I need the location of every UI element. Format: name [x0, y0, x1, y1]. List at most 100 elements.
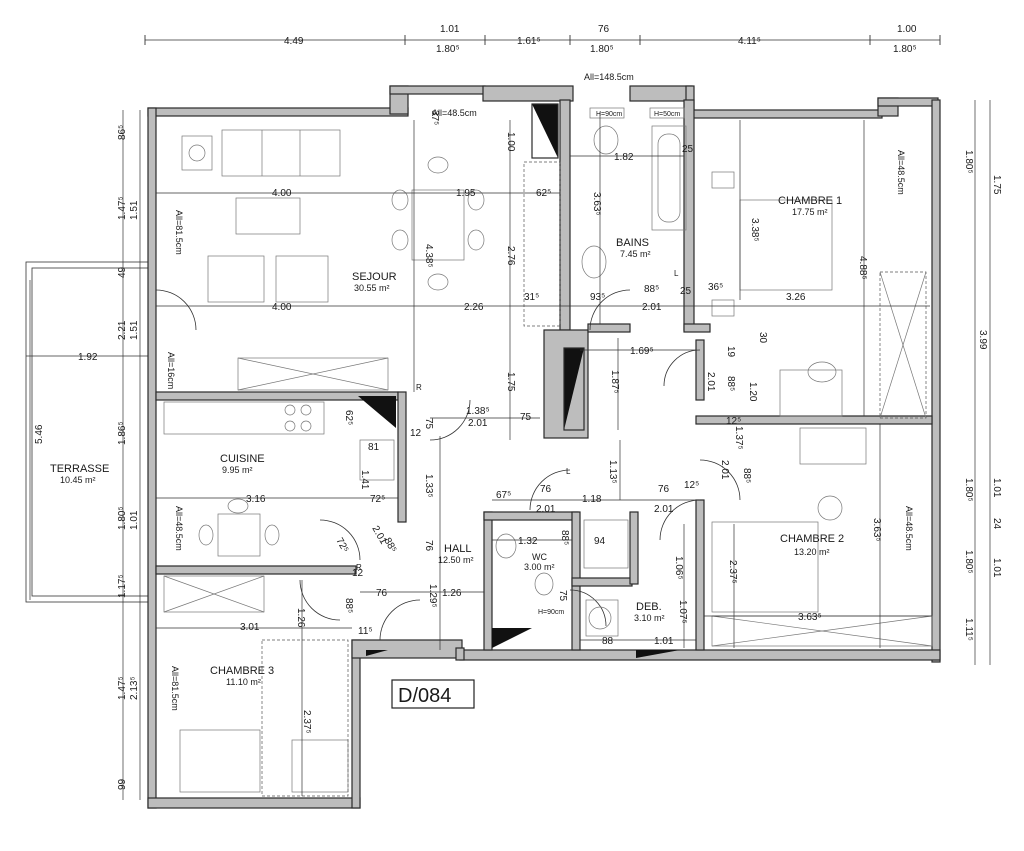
top-dim-6: 1.80⁵: [436, 44, 460, 55]
dim-cuis-141: 1.41: [359, 470, 370, 490]
dim-bains-h: 3.63⁵: [591, 192, 602, 216]
dim-ch1-338: 3.38⁵: [749, 218, 760, 242]
allege-chambre2: All=48.5cm: [904, 506, 914, 551]
top-dimension-chain: 4.49 1.01 76 4.11⁵ 1.00 1.80⁵ 1.61⁵ 1.80…: [144, 24, 941, 55]
dim-ch1-19: 19: [725, 346, 736, 358]
top-dim-9: 1.80⁵: [893, 44, 917, 55]
room-name-hall: HALL: [444, 543, 472, 555]
right-dim-3: 3.99: [977, 330, 988, 350]
dim-ch2-237: 2.37⁵: [727, 560, 738, 584]
room-name-sejour: SEJOUR: [352, 271, 397, 283]
dim-cuis-12: 12: [410, 428, 422, 439]
interior-dimension-lines: [156, 112, 932, 796]
allege-chambre3: All=81.5cm: [170, 666, 180, 711]
dim-deb-101: 1.01: [654, 636, 674, 647]
dim-ch2-88: 88⁵: [741, 468, 752, 483]
left-dimension-chain: 86⁵ 1.47⁵ 1.51 49 2.21 1.51 5.46 1.86⁵ 1…: [29, 110, 141, 800]
top-dim-4: 4.11⁵: [738, 36, 761, 47]
left-dim-9: 1.80⁵: [117, 506, 128, 530]
top-dim-7: 1.61⁵: [517, 36, 541, 47]
left-dim-3: 1.51: [129, 200, 140, 220]
dim-sejour-c1: 1.95: [456, 188, 476, 199]
room-area-chambre2: 13.20 m²: [794, 547, 830, 557]
dim-cuis-72b: 72⁵: [333, 536, 350, 555]
room-area-terrasse: 10.45 m²: [60, 475, 96, 485]
dim-d-37: 37⁵: [429, 110, 440, 125]
interior-walls: [155, 99, 933, 651]
dim-deb-106: 1.06⁵: [673, 556, 684, 580]
dim-terrasse-192: 1.92: [78, 352, 98, 363]
door-mark-r1: R: [416, 383, 422, 392]
dim-wc-88: 88⁵: [559, 530, 570, 545]
dim-v-100: 1.00: [505, 132, 516, 152]
dim-ch1-326: 3.26: [786, 292, 806, 303]
left-dim-10: 1.01: [129, 510, 140, 530]
room-area-hall: 12.50 m²: [438, 555, 474, 565]
dim-deb-88: 88: [602, 636, 614, 647]
dim-hall-201a: 2.01: [536, 504, 556, 515]
left-dim-2: 1.47⁵: [117, 196, 128, 220]
dim-hall-201b: 2.01: [654, 504, 674, 515]
dim-hall-118: 1.18: [582, 494, 602, 505]
dim-ch1-36: 36⁵: [708, 282, 723, 293]
dim-wc-75: 75: [557, 590, 568, 602]
dim-bains-201: 2.01: [642, 302, 662, 313]
room-name-chambre3: CHAMBRE 3: [210, 665, 274, 677]
left-dim-7: 5.46: [34, 424, 45, 444]
dim-sejour-h: 4.38⁵: [423, 244, 434, 268]
dim-ch2-137: 1.37⁵: [733, 426, 744, 450]
left-dim-8: 1.86⁵: [117, 421, 128, 445]
left-dim-5: 2.21: [117, 320, 128, 340]
dim-ch2-363b: 3.63⁵: [871, 518, 882, 542]
dim-cuis-72: 72⁵: [370, 494, 385, 505]
dim-ch3-237: 2.37⁵: [301, 710, 312, 734]
dim-ch3-11: 11⁵: [358, 626, 373, 637]
dim-c-75: 75: [520, 412, 532, 423]
door-mark-l2: L: [566, 467, 571, 476]
dim-d-31: 31⁵: [524, 292, 539, 303]
room-area-sejour: 30.55 m²: [354, 283, 390, 293]
allege-cuisine-lower: All=48.5cm: [174, 506, 184, 551]
top-dim-3: 76: [598, 24, 610, 35]
left-dim-11: 1.17⁵: [117, 574, 128, 598]
dim-c-1385: 1.38⁵: [466, 406, 490, 417]
interior-dimension-text: 4.00 4.00 1.95 2.26 4.38⁵ 1.00 2.76 1.75…: [78, 110, 882, 734]
top-dim-2: 1.01: [440, 24, 460, 35]
allege-sejour-left: All=81.5cm: [174, 210, 184, 255]
dim-ch3-126: 1.26: [295, 608, 306, 628]
room-area-cuisine: 9.95 m²: [222, 465, 253, 475]
technical-shafts: [358, 103, 680, 658]
room-area-chambre3: 11.10 m²: [226, 677, 261, 687]
room-area-chambre1: 17.75 m²: [792, 207, 828, 217]
left-dim-12: 2.13⁵: [129, 676, 140, 700]
right-dim-8: 1.80⁵: [963, 550, 974, 574]
allege-sejour-window: All=48.5cm: [432, 108, 477, 118]
dim-ch1-120: 1.20: [747, 382, 758, 402]
right-dim-5: 1.80⁵: [963, 478, 974, 502]
left-dim-14: 99: [117, 778, 128, 790]
dim-deb-107: 1.07⁵: [677, 600, 688, 624]
room-area-deb: 3.10 m²: [634, 613, 665, 623]
dim-hall-126: 1.26: [442, 588, 462, 599]
outer-walls: [147, 85, 941, 809]
dim-d-93: 93⁵: [590, 292, 605, 303]
left-dim-6: 1.51: [129, 320, 140, 340]
dim-ch1-201: 2.01: [705, 372, 716, 392]
top-dim-1: 4.49: [284, 36, 304, 47]
dim-c-201: 2.01: [468, 418, 488, 429]
right-dimension-chain: 1.75 1.80⁵ 3.99 1.01 1.80⁵ 24 1.01 1.80⁵…: [963, 100, 1002, 665]
room-labels: SEJOUR 30.55 m² CUISINE 9.95 m² TERRASSE…: [50, 195, 844, 687]
dim-hall-76c: 76: [376, 588, 388, 599]
dim-ch3-88: 88⁵: [343, 598, 354, 613]
top-dim-8: 1.80⁵: [590, 44, 614, 55]
dim-hall-76b: 76: [658, 484, 670, 495]
left-dim-13: 1.47⁵: [117, 676, 128, 700]
dim-c-1695: 1.69⁵: [630, 346, 654, 357]
dim-cuis-133: 1.33⁵: [423, 474, 434, 498]
dim-sejour-c2: 2.26: [464, 302, 484, 313]
dim-hall-129: 1.29⁵: [427, 584, 438, 608]
dim-ch3-301: 3.01: [240, 622, 260, 633]
dim-ch1-30: 30: [757, 332, 768, 344]
room-area-bains: 7.45 m²: [620, 249, 651, 259]
